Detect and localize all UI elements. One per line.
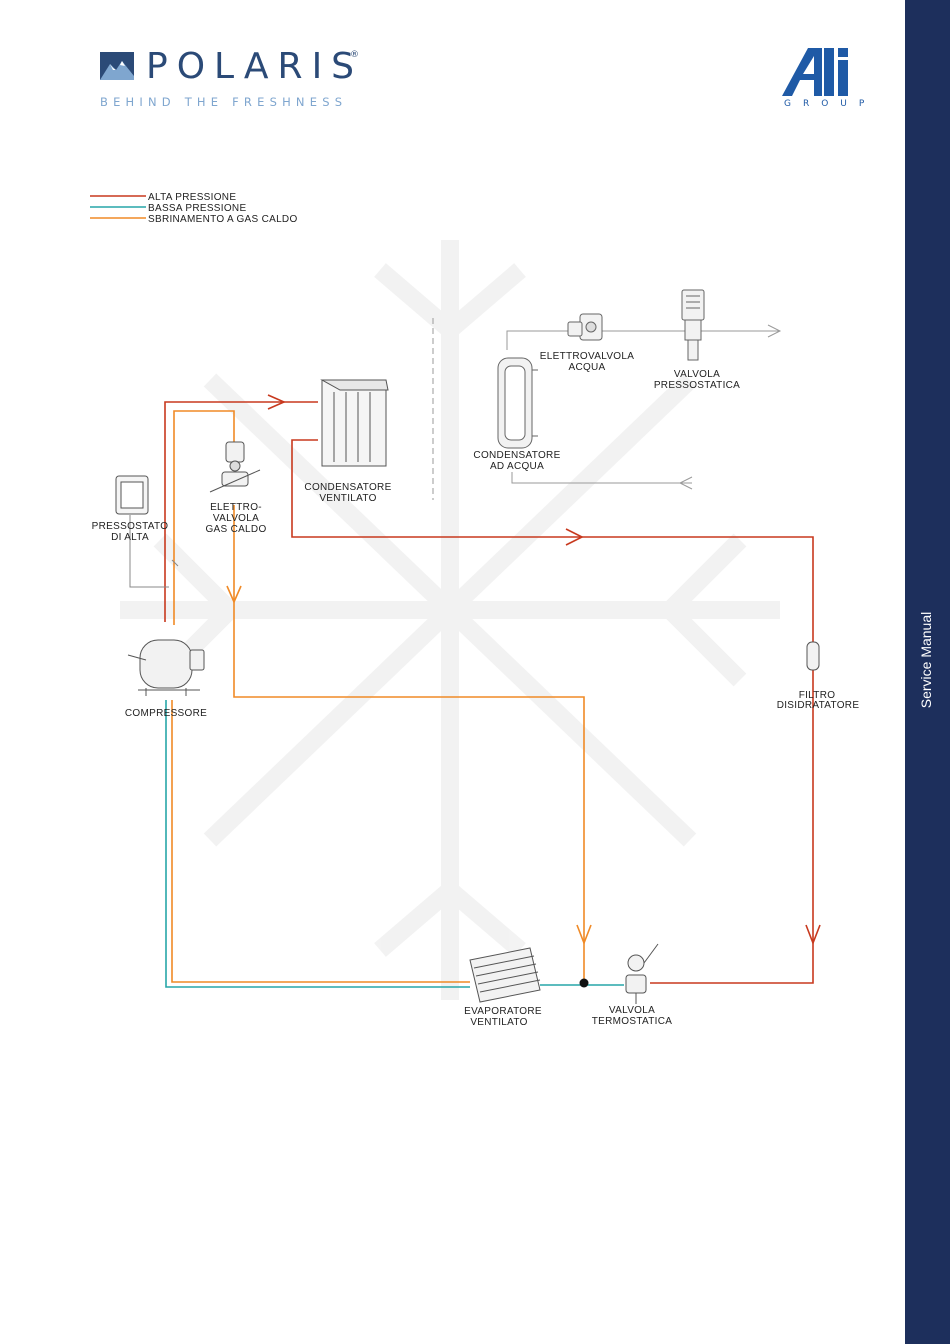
filter-drier-label-1: FILTRO — [799, 690, 836, 701]
mountain-icon — [100, 52, 134, 80]
high-pressure-lines — [164, 394, 821, 984]
snowflake-watermark — [120, 240, 780, 1000]
evaporator-icon — [469, 947, 541, 1003]
thermostatic-valve-label-2: TERMOSTATICA — [592, 1016, 672, 1027]
junction-dot — [579, 978, 589, 988]
service-manual-label: Service Manual — [918, 611, 934, 709]
pressure-switch-icon — [115, 475, 149, 515]
hot-gas-solenoid-valve-icon — [209, 441, 261, 493]
evaporator-label-2: VENTILATO — [470, 1017, 527, 1028]
legend-label-hot-gas: SBRINAMENTO A GAS CALDO — [148, 214, 298, 225]
compressor-icon — [127, 639, 205, 696]
water-solenoid-valve-label-1: ELETTROVALVOLA — [540, 351, 634, 362]
pressostatic-valve-icon — [681, 289, 705, 361]
thermostatic-valve-icon — [625, 943, 659, 1004]
legend-label-high: ALTA PRESSIONE — [148, 192, 236, 203]
air-condenser-icon — [320, 379, 389, 467]
water-condenser-label-2: AD ACQUA — [490, 461, 544, 472]
group-logo-text: GROUP — [784, 99, 877, 109]
evaporator-label-1: EVAPORATORE — [464, 1006, 542, 1017]
air-condenser-label-1: CONDENSATORE — [304, 482, 391, 493]
filter-drier-icon — [806, 641, 820, 671]
legend: ALTA PRESSIONE BASSA PRESSIONE SBRINAMEN… — [90, 192, 298, 225]
filter-drier-label-2: DISIDRATATORE — [777, 700, 860, 711]
water-condenser-label-1: CONDENSATORE — [473, 450, 560, 461]
water-solenoid-valve-label-2: ACQUA — [568, 362, 605, 373]
thermostatic-valve-label-1: VALVOLA — [609, 1005, 655, 1016]
polaris-logo: POLARIS ® BEHIND THE FRESHNESS — [100, 46, 360, 110]
compressor-label: COMPRESSORE — [125, 708, 207, 719]
hot-gas-solenoid-valve-label-3: GAS CALDO — [205, 524, 266, 535]
pressostatic-valve-label-1: VALVOLA — [674, 369, 720, 380]
registered-mark: ® — [350, 50, 359, 60]
pressostat-wire — [129, 515, 179, 588]
legend-label-low: BASSA PRESSIONE — [148, 203, 246, 214]
pressure-switch-label-2: DI ALTA — [111, 532, 149, 543]
refrigeration-circuit-diagram: ALTA PRESSIONE BASSA PRESSIONE SBRINAMEN… — [90, 192, 860, 1028]
hot-gas-solenoid-valve-label-1: ELETTRO- — [210, 502, 262, 513]
ali-group-mark-icon — [782, 48, 848, 96]
pressostatic-valve-label-2: PRESSOSTATICA — [654, 380, 740, 391]
water-circuit — [506, 324, 782, 490]
water-condenser-icon — [497, 357, 538, 449]
hot-gas-solenoid-valve-label-2: VALVOLA — [213, 513, 259, 524]
water-solenoid-valve-icon — [567, 313, 603, 341]
brand-tagline: BEHIND THE FRESHNESS — [100, 95, 348, 109]
air-condenser-label-2: VENTILATO — [319, 493, 376, 504]
hot-gas-lines — [171, 410, 592, 983]
side-bar: Service Manual — [905, 0, 950, 1344]
brand-name: POLARIS — [146, 46, 364, 87]
pressure-switch-label-1: PRESSOSTATO — [92, 521, 169, 532]
ali-group-logo: GROUP — [778, 46, 864, 114]
